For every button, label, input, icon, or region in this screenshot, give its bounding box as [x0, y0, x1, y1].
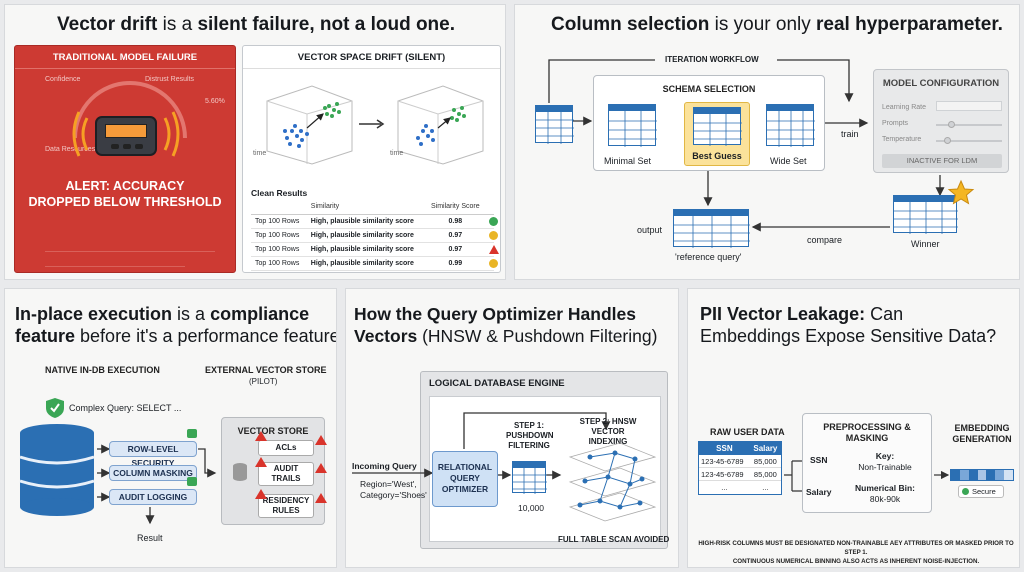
- wide-set-table[interactable]: [766, 104, 815, 147]
- iteration-workflow-label: ITERATION WORKFLOW: [665, 55, 759, 64]
- vector-space-cube-after: [397, 85, 484, 165]
- alert-message: ALERT: ACCURACY DROPPED BELOW THRESHOLD: [28, 179, 222, 209]
- temperature-slider[interactable]: [936, 140, 1002, 142]
- preprocessing-box: PREPROCESSING & MASKING: [802, 413, 932, 513]
- output-table: [673, 209, 750, 248]
- optimizer-flow-arrows: [352, 412, 611, 480]
- pager-alert-icon: [95, 116, 157, 156]
- filtered-table-icon: [512, 461, 547, 494]
- warning-circle-icon: [489, 231, 499, 240]
- traditional-failure-card: TRADITIONAL MODEL FAILURE Confidence Dis…: [14, 45, 236, 273]
- panel-column-selection: Column selection is your only real hyper…: [514, 4, 1020, 280]
- warning-icons: [255, 431, 327, 503]
- panel-vector-drift: Vector drift is a silent failure, not a …: [4, 4, 506, 280]
- warning-triangle-icon: [489, 245, 500, 254]
- schema-selection-box: SCHEMA SELECTION Minimal Set Best Guess …: [593, 75, 825, 171]
- best-guess-option[interactable]: Best Guess: [684, 102, 750, 166]
- model-configuration-box: MODEL CONFIGURATION Learning Rate Prompt…: [873, 69, 1009, 173]
- vector-drift-card: VECTOR SPACE DRIFT (SILENT) time time Cl…: [242, 45, 501, 273]
- prompts-slider[interactable]: [936, 124, 1002, 126]
- column-masking-box: COLUMN MASKING: [109, 465, 197, 481]
- winner-table: [893, 195, 958, 234]
- panel-title-line2: feature before it's a performance featur…: [15, 326, 337, 346]
- panel-title: Vector drift is a silent failure, not a …: [57, 14, 456, 35]
- panel-title: Column selection is your only real hyper…: [551, 14, 1003, 35]
- minimal-set-table[interactable]: [608, 104, 657, 147]
- lock-icon: [187, 477, 197, 486]
- vector-store-box: VECTOR STORE ACLs AUDIT TRAILS RESIDENCY…: [221, 417, 325, 525]
- card-header: TRADITIONAL MODEL FAILURE: [52, 52, 198, 63]
- storage-cylinder-icon: [233, 463, 247, 481]
- vector-space-cube-before: [266, 85, 353, 165]
- panel-title-line2: Vectors (HNSW & Pushdown Filtering): [354, 326, 658, 346]
- hnsw-graph-icon: [568, 442, 657, 522]
- alarm-waves-icon: [72, 111, 180, 157]
- row-level-security-box: ROW-LEVEL SECURITY: [109, 441, 197, 468]
- residency-rules-box: RESIDENCY RULES: [258, 494, 314, 518]
- panel-title: PII Vector Leakage: Can: [700, 304, 904, 324]
- flow-arrows: [97, 444, 217, 525]
- arrow-right-icon: [359, 119, 385, 129]
- check-icon: [489, 217, 499, 226]
- audit-trails-box: AUDIT TRAILS: [258, 462, 314, 486]
- workflow-loop-arrow: [548, 59, 945, 232]
- shield-check-icon: [962, 488, 969, 495]
- source-table-icon: [535, 105, 574, 144]
- inactive-for-ldm-button[interactable]: INACTIVE FOR LDM: [882, 154, 1002, 168]
- secure-badge: Secure: [958, 485, 1004, 498]
- embedding-vector-icon: [950, 469, 1014, 481]
- panel-title: In-place execution is a compliance: [15, 304, 310, 324]
- database-icon: [19, 424, 95, 516]
- panel-query-optimizer: How the Query Optimizer Handles Vectors …: [345, 288, 679, 568]
- lock-icon: [187, 429, 197, 438]
- panel-in-place-execution: In-place execution is a compliance featu…: [4, 288, 337, 568]
- relational-optimizer-box: RELATIONAL QUERY OPTIMIZER: [432, 451, 498, 507]
- panel-title-line2: Embeddings Expose Sensitive Data?: [700, 326, 997, 346]
- shield-check-icon: [46, 398, 64, 418]
- learning-rate-input[interactable]: [936, 101, 1002, 111]
- clean-results-title: Clean Results: [251, 188, 308, 198]
- panel-title: How the Query Optimizer Handles: [354, 304, 636, 324]
- card-header: VECTOR SPACE DRIFT (SILENT): [297, 52, 446, 63]
- panel-pii-leakage: PII Vector Leakage: Can Embeddings Expos…: [687, 288, 1020, 568]
- audit-logging-box: AUDIT LOGGING: [109, 489, 197, 505]
- acls-box: ACLs: [258, 440, 314, 456]
- star-icon: [947, 179, 975, 205]
- warning-circle-icon: [489, 259, 499, 268]
- table-row: ......: [721, 483, 769, 492]
- gauge-arc: [73, 81, 187, 139]
